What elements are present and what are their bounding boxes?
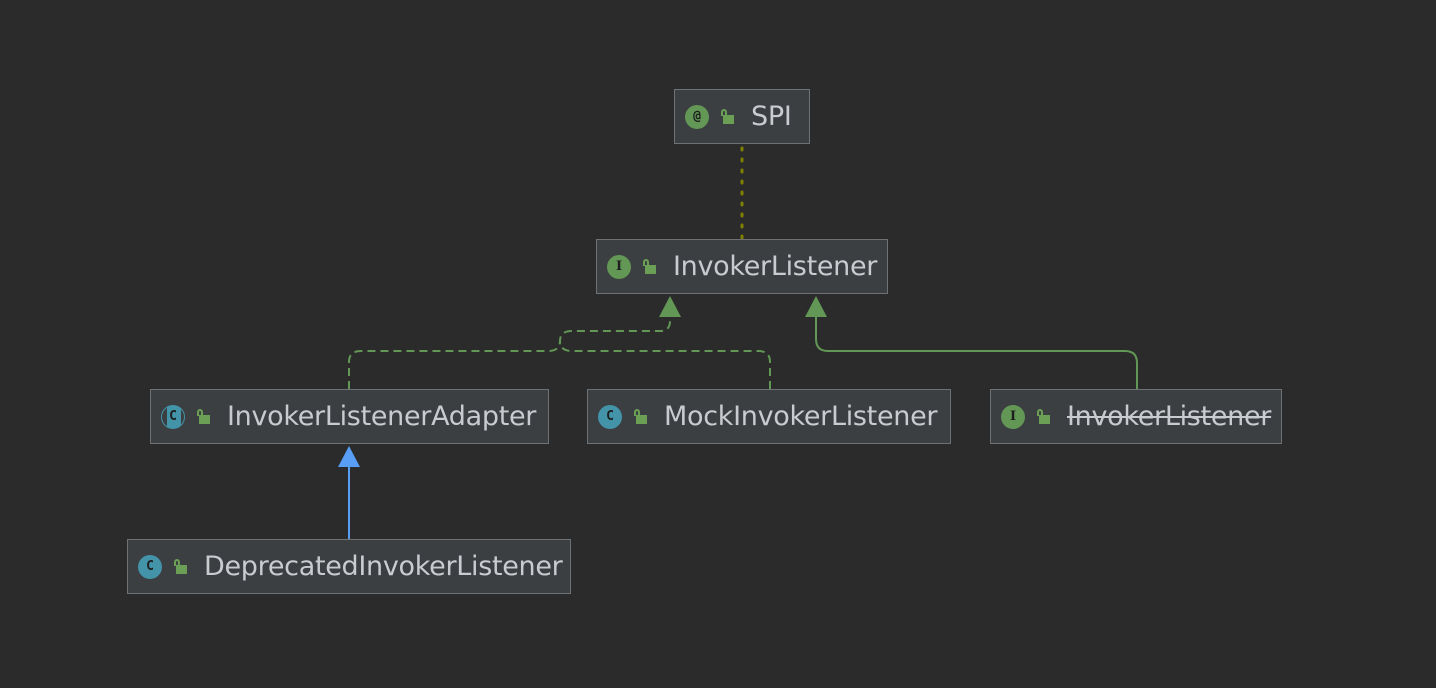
public-lock-icon xyxy=(717,108,735,125)
node-label: MockInvokerListener xyxy=(664,401,938,432)
public-lock-icon xyxy=(170,558,188,575)
public-lock-icon xyxy=(1033,408,1051,425)
arrowhead-implements xyxy=(659,296,681,317)
node-invoker-listener[interactable]: I InvokerListener xyxy=(596,239,888,294)
class-icon: C xyxy=(598,404,622,429)
node-label: SPI xyxy=(751,101,792,132)
public-lock-icon xyxy=(639,258,657,275)
node-label: InvokerListener xyxy=(673,251,878,282)
abstract-class-icon: C xyxy=(161,404,185,429)
node-label: DeprecatedInvokerListener xyxy=(204,551,563,582)
public-lock-icon xyxy=(193,408,211,425)
interface-icon: I xyxy=(1001,404,1025,429)
node-label: InvokerListenerAdapter xyxy=(227,401,537,432)
node-invoker-listener-deprecated[interactable]: I InvokerListener xyxy=(990,389,1282,444)
node-mock-invoker-listener[interactable]: C MockInvokerListener xyxy=(587,389,951,444)
annotation-icon: @ xyxy=(685,104,709,129)
arrowhead-extends-interface xyxy=(805,296,827,317)
node-deprecated-invoker-listener[interactable]: C DeprecatedInvokerListener xyxy=(127,539,571,594)
arrowhead-extends-adapter xyxy=(338,446,360,467)
interface-icon: I xyxy=(607,254,631,279)
edge-extends-deprecated-interface xyxy=(815,317,1138,389)
node-spi[interactable]: @ SPI xyxy=(674,89,810,144)
public-lock-icon xyxy=(630,408,648,425)
class-icon: C xyxy=(138,554,162,579)
node-label: InvokerListener xyxy=(1067,401,1272,432)
node-invoker-listener-adapter[interactable]: C InvokerListenerAdapter xyxy=(150,389,549,444)
edge-implements-adapter xyxy=(348,317,671,389)
edge-implements-mock xyxy=(559,340,771,389)
